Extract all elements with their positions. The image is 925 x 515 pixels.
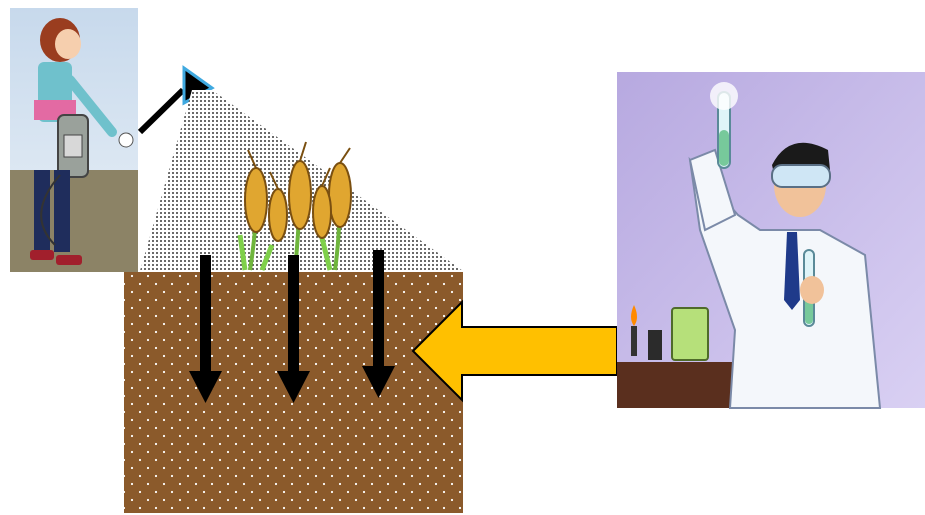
backpack-sprayer-icon [58, 115, 88, 177]
farmer-spraying-icon [10, 8, 138, 272]
scientist-test-tube-icon [617, 72, 925, 408]
